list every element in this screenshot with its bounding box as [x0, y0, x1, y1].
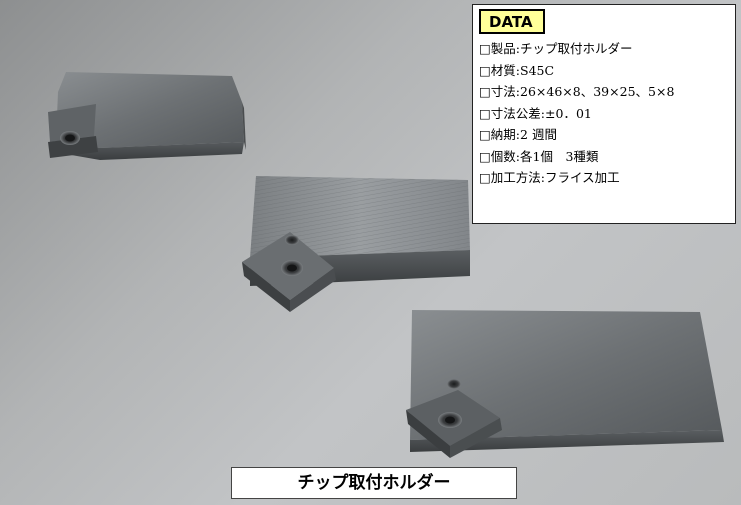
holder-3 [406, 310, 724, 458]
caption-label: チップ取付ホルダー [231, 467, 517, 499]
spec-process: □加工方法:フライス加工 [479, 170, 620, 185]
spec-product: □製品:チップ取付ホルダー [479, 41, 633, 56]
data-header: DATA [479, 9, 545, 34]
spec-tolerance: □寸法公差:±0．01 [479, 105, 592, 121]
spec-material: □材質:S45C [479, 62, 555, 78]
spec-list: □製品:チップ取付ホルダー □材質:S45C □寸法:26×46×8、39×25… [479, 38, 727, 189]
holder-1 [48, 72, 246, 160]
spec-lead-time: □納期:2 週間 [479, 127, 557, 142]
spec-dimensions: □寸法:26×46×8、39×25、5×8 [479, 84, 675, 99]
spec-quantity: □個数:各1個 3種類 [479, 148, 599, 164]
data-panel: DATA □製品:チップ取付ホルダー □材質:S45C □寸法:26×46×8、… [472, 4, 736, 224]
holder-2 [242, 176, 470, 312]
